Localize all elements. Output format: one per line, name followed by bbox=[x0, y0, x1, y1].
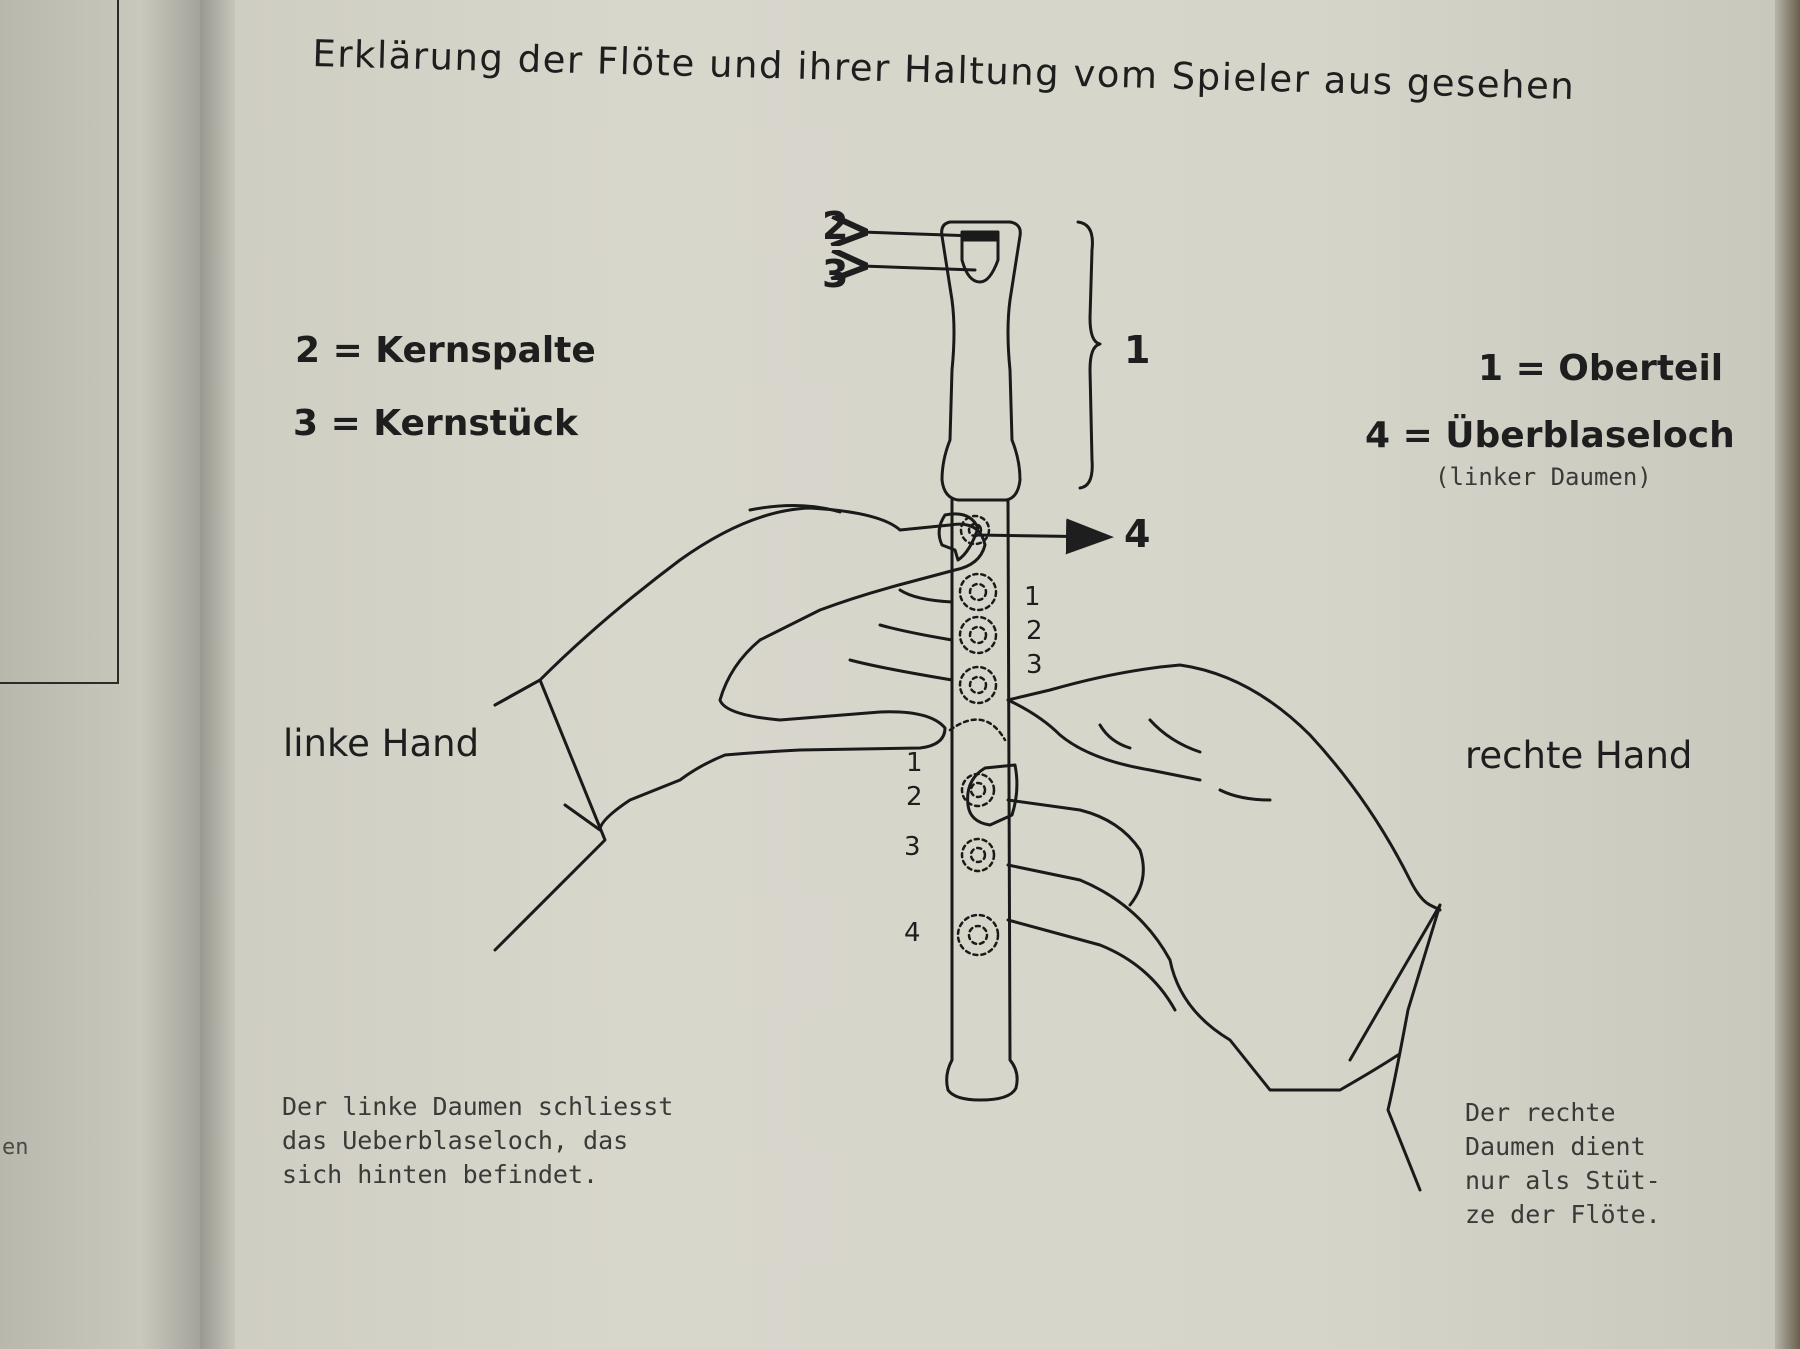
legend-kernstueck: 3 = Kernstück bbox=[293, 403, 578, 444]
note-right-line-2: Daumen dient bbox=[1465, 1132, 1646, 1161]
callout-number-1: 1 bbox=[1124, 328, 1151, 372]
arrow-ueberblaseloch bbox=[973, 518, 1114, 555]
left-thumb-nail bbox=[937, 512, 980, 562]
finger-number-upper-1: 1 bbox=[1024, 582, 1041, 612]
bracket-oberteil bbox=[1076, 220, 1102, 490]
legend-linker-daumen: (linker Daumen) bbox=[1435, 463, 1652, 491]
arrow-kernspalte bbox=[862, 232, 977, 236]
note-left-line-3: sich hinten befindet. bbox=[282, 1160, 599, 1189]
legend-oberteil: 1 = Oberteil bbox=[1478, 348, 1724, 389]
finger-number-lower-1: 1 bbox=[906, 748, 923, 778]
note-right-line-3: nur als Stüt- bbox=[1465, 1166, 1661, 1195]
finger-number-lower-4: 4 bbox=[904, 918, 921, 948]
right-hand-knuckles bbox=[1098, 718, 1272, 802]
finger-number-upper-3: 3 bbox=[1026, 650, 1043, 680]
left-hand-sleeve bbox=[493, 678, 607, 952]
callout-number-4: 4 bbox=[1124, 512, 1151, 556]
finger-number-lower-3: 3 bbox=[904, 832, 921, 862]
finger-holes-upper bbox=[948, 514, 1007, 957]
note-left-line-2: das Ueberblaseloch, das bbox=[282, 1126, 629, 1155]
legend-ueberblaseloch: 4 = Überblaseloch bbox=[1365, 415, 1735, 456]
arrow-kernstueck bbox=[862, 266, 977, 270]
note-left-line-1: Der linke Daumen schliesst bbox=[282, 1092, 674, 1121]
note-right-line-1: Der rechte bbox=[1465, 1098, 1616, 1127]
label-linke-hand: linke Hand bbox=[283, 722, 480, 765]
left-hand-outline bbox=[493, 506, 987, 832]
right-hand-outline bbox=[1006, 663, 1442, 1092]
left-page-text-fragment: en bbox=[2, 1135, 29, 1160]
finger-number-lower-2: 2 bbox=[906, 782, 923, 812]
page-edge bbox=[1775, 0, 1800, 1349]
left-hand-fingers bbox=[748, 504, 954, 682]
legend-kernspalte: 2 = Kernspalte bbox=[295, 330, 596, 371]
left-page: en bbox=[0, 0, 235, 1349]
right-hand-sleeve bbox=[1348, 903, 1442, 1192]
note-right-line-4: ze der Flöte. bbox=[1465, 1200, 1661, 1229]
right-thumb bbox=[966, 763, 1019, 827]
left-page-frame bbox=[0, 0, 119, 684]
recorder-windway bbox=[960, 236, 1000, 284]
label-rechte-hand: rechte Hand bbox=[1465, 734, 1693, 777]
finger-number-upper-2: 2 bbox=[1026, 616, 1043, 646]
recorder-head bbox=[940, 220, 1022, 502]
recorder-body bbox=[945, 498, 1019, 1102]
